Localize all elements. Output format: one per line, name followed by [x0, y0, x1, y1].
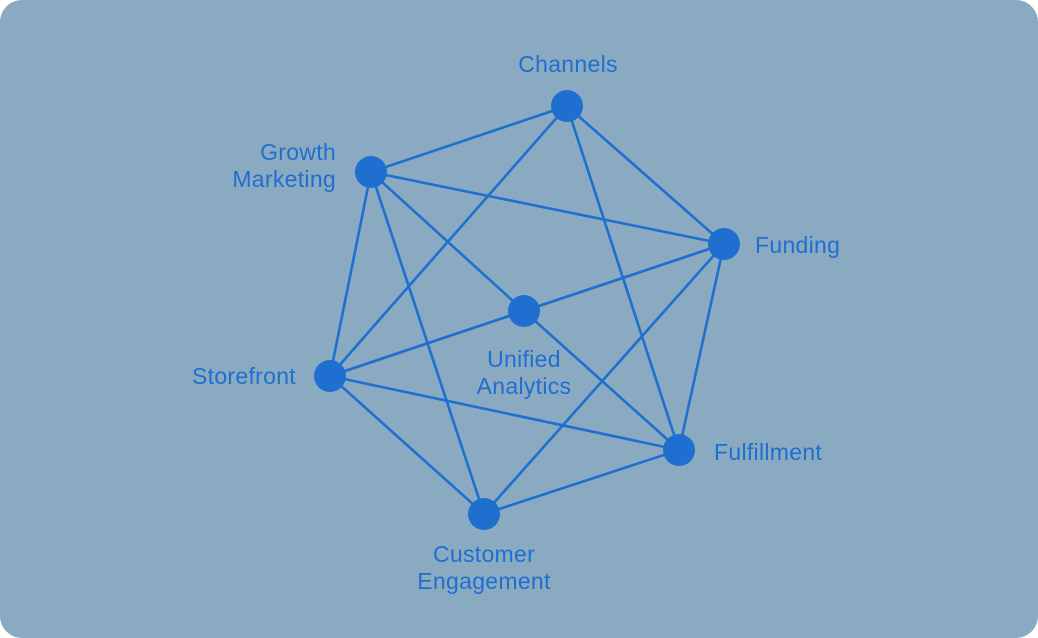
edge-funding-customer_engagement — [482, 242, 726, 516]
node-unified-analytics — [508, 295, 540, 327]
edge-channels-funding — [565, 104, 726, 246]
edge-growth_marketing-storefront — [328, 170, 373, 378]
node-fulfillment — [663, 434, 695, 466]
edge-growth_marketing-unified_analytics — [369, 170, 526, 313]
edge-customer_engagement-fulfillment — [482, 448, 681, 516]
edge-storefront-fulfillment — [328, 374, 681, 452]
label-line: Analytics — [477, 373, 572, 399]
label-line: Customer — [433, 541, 535, 567]
label-line: Marketing — [232, 166, 336, 192]
label-line: Funding — [755, 232, 840, 258]
label-fulfillment: Fulfillment — [714, 439, 822, 465]
label-funding: Funding — [755, 232, 840, 258]
label-line: Storefront — [192, 363, 296, 389]
label-line: Channels — [518, 51, 618, 77]
node-channels — [551, 90, 583, 122]
label-line: Fulfillment — [714, 439, 822, 465]
node-customer-engagement — [468, 498, 500, 530]
node-storefront — [314, 360, 346, 392]
label-storefront: Storefront — [192, 363, 296, 389]
node-funding — [708, 228, 740, 260]
label-line: Growth — [260, 139, 336, 165]
label-line: Engagement — [417, 568, 551, 594]
node-layer — [314, 90, 740, 530]
node-growth-marketing — [355, 156, 387, 188]
label-line: Unified — [487, 346, 561, 372]
edge-layer — [328, 104, 726, 516]
edge-growth_marketing-funding — [369, 170, 726, 246]
edge-funding-fulfillment — [677, 242, 726, 452]
label-channels: Channels — [518, 51, 618, 77]
edge-channels-growth_marketing — [369, 104, 569, 174]
edge-storefront-customer_engagement — [328, 374, 486, 516]
